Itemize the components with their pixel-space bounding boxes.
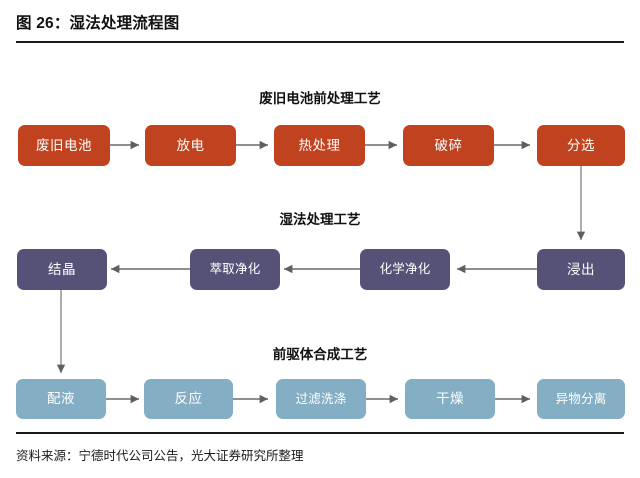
node-waste-battery[interactable]: 废旧电池 <box>18 125 110 166</box>
node-extraction-purification[interactable]: 萃取净化 <box>190 249 280 290</box>
source-note: 资料来源：宁德时代公司公告，光大证券研究所整理 <box>16 449 304 463</box>
node-crushing[interactable]: 破碎 <box>403 125 494 166</box>
node-crystallization[interactable]: 结晶 <box>17 249 107 290</box>
flowchart-canvas: 废旧电池前处理工艺 废旧电池 放电 热处理 破碎 分选 湿法处理工艺 结晶 萃取… <box>0 46 640 432</box>
footer-divider <box>16 432 624 434</box>
section-label-pretreatment: 废旧电池前处理工艺 <box>259 91 381 106</box>
section-label-hydrometallurgy: 湿法处理工艺 <box>279 212 361 227</box>
node-filtration-washing[interactable]: 过滤洗涤 <box>276 379 366 419</box>
node-solution-preparation[interactable]: 配液 <box>16 379 106 419</box>
node-drying[interactable]: 干燥 <box>405 379 495 419</box>
node-sorting[interactable]: 分选 <box>537 125 625 166</box>
page-title: 图 26：湿法处理流程图 <box>16 15 180 32</box>
section-label-precursor: 前驱体合成工艺 <box>272 347 368 362</box>
figure-footer: 资料来源：宁德时代公司公告，光大证券研究所整理 <box>0 432 640 478</box>
node-foreign-matter-separation[interactable]: 异物分离 <box>537 379 625 419</box>
node-leaching[interactable]: 浸出 <box>537 249 625 290</box>
header-divider <box>16 41 624 43</box>
node-discharge[interactable]: 放电 <box>145 125 236 166</box>
node-heat-treatment[interactable]: 热处理 <box>274 125 365 166</box>
figure-header: 图 26：湿法处理流程图 <box>0 0 640 46</box>
node-chemical-purification[interactable]: 化学净化 <box>360 249 450 290</box>
node-reaction[interactable]: 反应 <box>144 379 233 419</box>
